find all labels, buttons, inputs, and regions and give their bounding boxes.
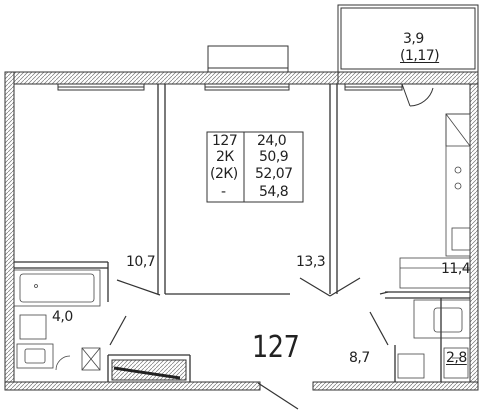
dash: - xyxy=(221,184,226,200)
unit-number: 127 xyxy=(212,133,238,149)
rooms-code-alt: (2К) xyxy=(210,166,238,182)
shaft-door xyxy=(113,366,181,380)
rooms-code: 2К xyxy=(216,149,234,165)
doors xyxy=(109,277,389,410)
bathroom-fixtures xyxy=(13,269,101,371)
wc-area: 2,8 xyxy=(446,350,467,366)
kitchen-fixtures xyxy=(399,113,471,289)
total-area: 50,9 xyxy=(259,149,289,165)
exterior-walls xyxy=(4,71,479,391)
balcony-coeff: (1,17) xyxy=(400,48,440,64)
hallway-area: 8,7 xyxy=(349,350,370,366)
interior-walls xyxy=(14,84,470,382)
unit-title-number: 127 xyxy=(252,330,300,365)
wc-fixtures xyxy=(397,299,471,379)
area-full: 54,8 xyxy=(259,184,289,200)
bedroom-area: 10,7 xyxy=(126,254,156,270)
windows xyxy=(57,45,403,91)
balcony xyxy=(337,4,479,107)
balcony-area: 3,9 xyxy=(403,31,424,47)
bathroom-area: 4,0 xyxy=(52,309,73,325)
living-area: 24,0 xyxy=(257,133,287,149)
kitchen-area: 11,4 xyxy=(441,261,471,277)
info-table xyxy=(206,131,304,203)
area-with-balcony: 52,07 xyxy=(255,166,293,182)
living-room-area: 13,3 xyxy=(296,254,326,270)
